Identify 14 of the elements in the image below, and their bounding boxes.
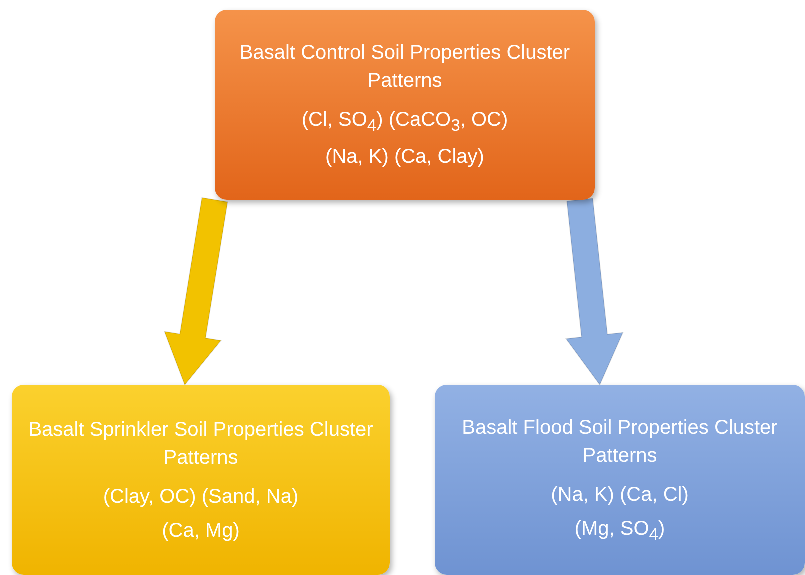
- cluster-pattern-text: (Cl, SO$_{4}$) (CaCO$_{3}$, OC): [302, 108, 508, 137]
- cluster-pattern-text: (Clay, OC) (Sand, Na): [103, 484, 299, 510]
- process-box: [215, 10, 595, 200]
- box-title: Basalt Control Soil Properties Cluster Patterns: [238, 40, 572, 94]
- cluster-pattern-text: (Na, K) (Ca, Clay): [326, 145, 484, 170]
- cluster-pattern-text: (Ca, Mg): [162, 518, 240, 544]
- cluster-pattern-text: (Na, K) (Ca, Cl): [551, 482, 689, 508]
- arrow: [164, 197, 228, 386]
- cluster-pattern-text: (Mg, SO$_{4}$): [574, 516, 666, 546]
- process-box: [12, 385, 390, 575]
- process-box: [435, 385, 805, 575]
- arrow: [565, 198, 624, 386]
- box-title: Basalt Sprinkler Soil Properties Cluster Patterns: [28, 418, 374, 470]
- box-title: Basalt Flood Soil Properties Cluster Patterns: [461, 416, 779, 469]
